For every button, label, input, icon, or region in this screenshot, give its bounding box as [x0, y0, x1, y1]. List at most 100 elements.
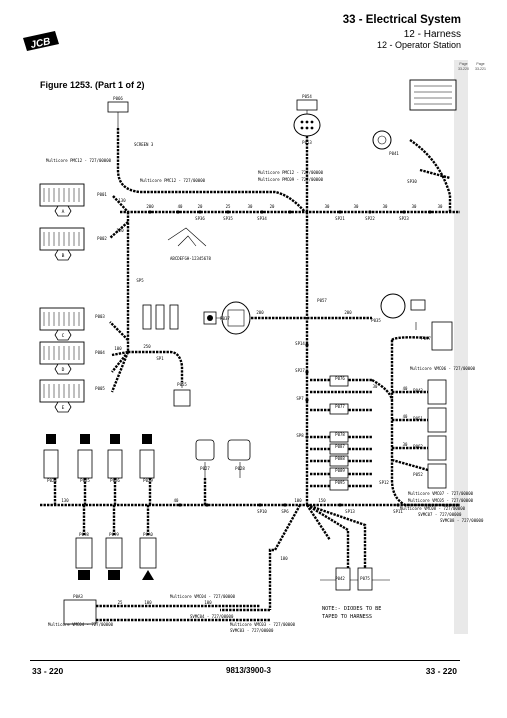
svg-text:40: 40	[403, 386, 408, 391]
svg-text:100: 100	[144, 600, 152, 605]
svg-text:Multicore PMC12 - 727/00000: Multicore PMC12 - 727/00000	[140, 178, 206, 183]
jcb-logo: JCB	[23, 31, 59, 51]
svg-text:25: 25	[118, 600, 123, 605]
svg-text:P024: P024	[47, 478, 57, 483]
svg-text:Multicore VMC05 - 727/00000: Multicore VMC05 - 727/00000	[408, 498, 474, 503]
svg-text:P025: P025	[80, 478, 90, 483]
svg-text:SP21: SP21	[335, 216, 345, 221]
connector-letter: E	[62, 405, 65, 411]
svg-text:P028: P028	[235, 466, 245, 471]
svg-text:Multicore PMC12 - 727/00000: Multicore PMC12 - 727/00000	[258, 170, 324, 175]
svg-text:P001: P001	[97, 192, 107, 197]
svg-text:SP12: SP12	[379, 480, 389, 485]
svg-text:SP5: SP5	[136, 278, 144, 283]
svg-text:SP6: SP6	[281, 509, 289, 514]
svg-text:40: 40	[403, 414, 408, 419]
svg-text:SP7: SP7	[296, 396, 304, 401]
svg-text:20: 20	[270, 204, 275, 209]
svg-text:SVMC03 - 727/00000: SVMC03 - 727/00000	[230, 628, 274, 633]
svg-text:30: 30	[325, 204, 330, 209]
svg-text:P077: P077	[335, 404, 345, 409]
section-subtitle: 12 - Harness	[403, 29, 461, 40]
svg-text:SP22: SP22	[365, 216, 375, 221]
svg-text:P004: P004	[95, 350, 105, 355]
diagram-note-line-1: NOTE:- DIODES TO BE	[322, 606, 381, 612]
svg-text:P055: P055	[177, 382, 187, 387]
svg-text:SVMC08 - 727/00000: SVMC08 - 727/00000	[440, 518, 484, 523]
svg-text:100: 100	[294, 498, 302, 503]
svg-text:30: 30	[438, 204, 443, 209]
svg-text:30: 30	[412, 204, 417, 209]
svg-text:25: 25	[226, 204, 231, 209]
svg-text:SP35: SP35	[223, 216, 233, 221]
svg-text:P099: P099	[109, 532, 119, 537]
svg-text:200: 200	[344, 310, 352, 315]
section-title: 33 - Electrical System	[342, 14, 461, 26]
svg-text:30: 30	[383, 204, 388, 209]
svg-text:130: 130	[118, 198, 126, 203]
svg-text:P087: P087	[335, 444, 345, 449]
svg-text:SCREEN 3: SCREEN 3	[134, 142, 154, 147]
svg-text:P027: P027	[200, 466, 210, 471]
svg-text:P078: P078	[335, 432, 345, 437]
svg-text:100: 100	[204, 600, 212, 605]
connector-letter: A	[62, 209, 65, 215]
svg-text:30: 30	[373, 384, 378, 389]
svg-text:P062: P062	[413, 444, 423, 449]
figure-title: Figure 1253. (Part 1 of 2)	[40, 80, 145, 90]
svg-text:P097: P097	[421, 336, 431, 341]
svg-text:Multicore VMC03 - 727/00000: Multicore VMC03 - 727/00000	[230, 622, 296, 627]
svg-text:200: 200	[256, 310, 264, 315]
svg-text:P075: P075	[360, 576, 370, 581]
svg-text:P005: P005	[95, 386, 105, 391]
svg-text:P029: P029	[143, 478, 153, 483]
footer-rule	[30, 660, 460, 661]
svg-text:P057: P057	[317, 298, 327, 303]
svg-text:250: 250	[143, 344, 151, 349]
svg-text:Multicore VMC08 - 727/00000: Multicore VMC08 - 727/00000	[400, 506, 466, 511]
svg-text:SP1: SP1	[156, 356, 164, 361]
svg-text:180: 180	[280, 556, 288, 561]
svg-text:P0A3: P0A3	[73, 594, 83, 599]
svg-text:100: 100	[114, 346, 122, 351]
svg-text:120: 120	[116, 228, 124, 233]
svg-text:30: 30	[354, 204, 359, 209]
svg-text:40: 40	[174, 498, 179, 503]
footer-document-number: 9813/3900-3	[226, 666, 271, 675]
svg-text:SP27: SP27	[295, 368, 305, 373]
svg-text:P076: P076	[335, 376, 345, 381]
svg-text:P026: P026	[110, 478, 120, 483]
svg-text:40: 40	[178, 204, 183, 209]
svg-text:SP8: SP8	[296, 433, 304, 438]
footer-page-number-left: 33 - 220	[32, 666, 64, 676]
svg-text:SP36: SP36	[195, 216, 205, 221]
svg-text:P053: P053	[302, 140, 312, 145]
svg-text:Multicore VMC04 - 727/00000: Multicore VMC04 - 727/00000	[48, 622, 114, 627]
svg-text:P052: P052	[413, 472, 423, 477]
svg-text:30: 30	[403, 442, 408, 447]
svg-text:SP13: SP13	[345, 509, 355, 514]
connector-letter: C	[62, 333, 65, 339]
svg-text:P043: P043	[413, 388, 423, 393]
svg-text:P095: P095	[335, 480, 345, 485]
svg-text:ABCDEFGH-12345678: ABCDEFGH-12345678	[170, 256, 212, 261]
page-ref-left: Page 33-220	[458, 62, 469, 71]
svg-text:P088: P088	[335, 456, 345, 461]
svg-text:SP14: SP14	[295, 341, 305, 346]
svg-text:SP10: SP10	[257, 509, 267, 514]
svg-text:Multicore PMC12 - 727/00000: Multicore PMC12 - 727/00000	[46, 158, 112, 163]
svg-text:Multicore VMC06 - 727/00000: Multicore VMC06 - 727/00000	[410, 366, 476, 371]
svg-text:SP34: SP34	[257, 216, 267, 221]
connector-letter: D	[62, 367, 65, 373]
svg-text:150: 150	[318, 498, 326, 503]
diagram-note-line-2: TAPED TO HARNESS	[322, 614, 372, 620]
connector-letter: B	[62, 253, 65, 259]
svg-text:Multicore VMC07 - 727/00000: Multicore VMC07 - 727/00000	[408, 491, 474, 496]
svg-text:SP30: SP30	[407, 179, 417, 184]
svg-text:P098: P098	[79, 532, 89, 537]
svg-text:P002: P002	[97, 236, 107, 241]
svg-text:P0A0: P0A0	[143, 532, 153, 537]
svg-text:P051: P051	[413, 416, 423, 421]
page-edge-strip	[454, 60, 468, 634]
